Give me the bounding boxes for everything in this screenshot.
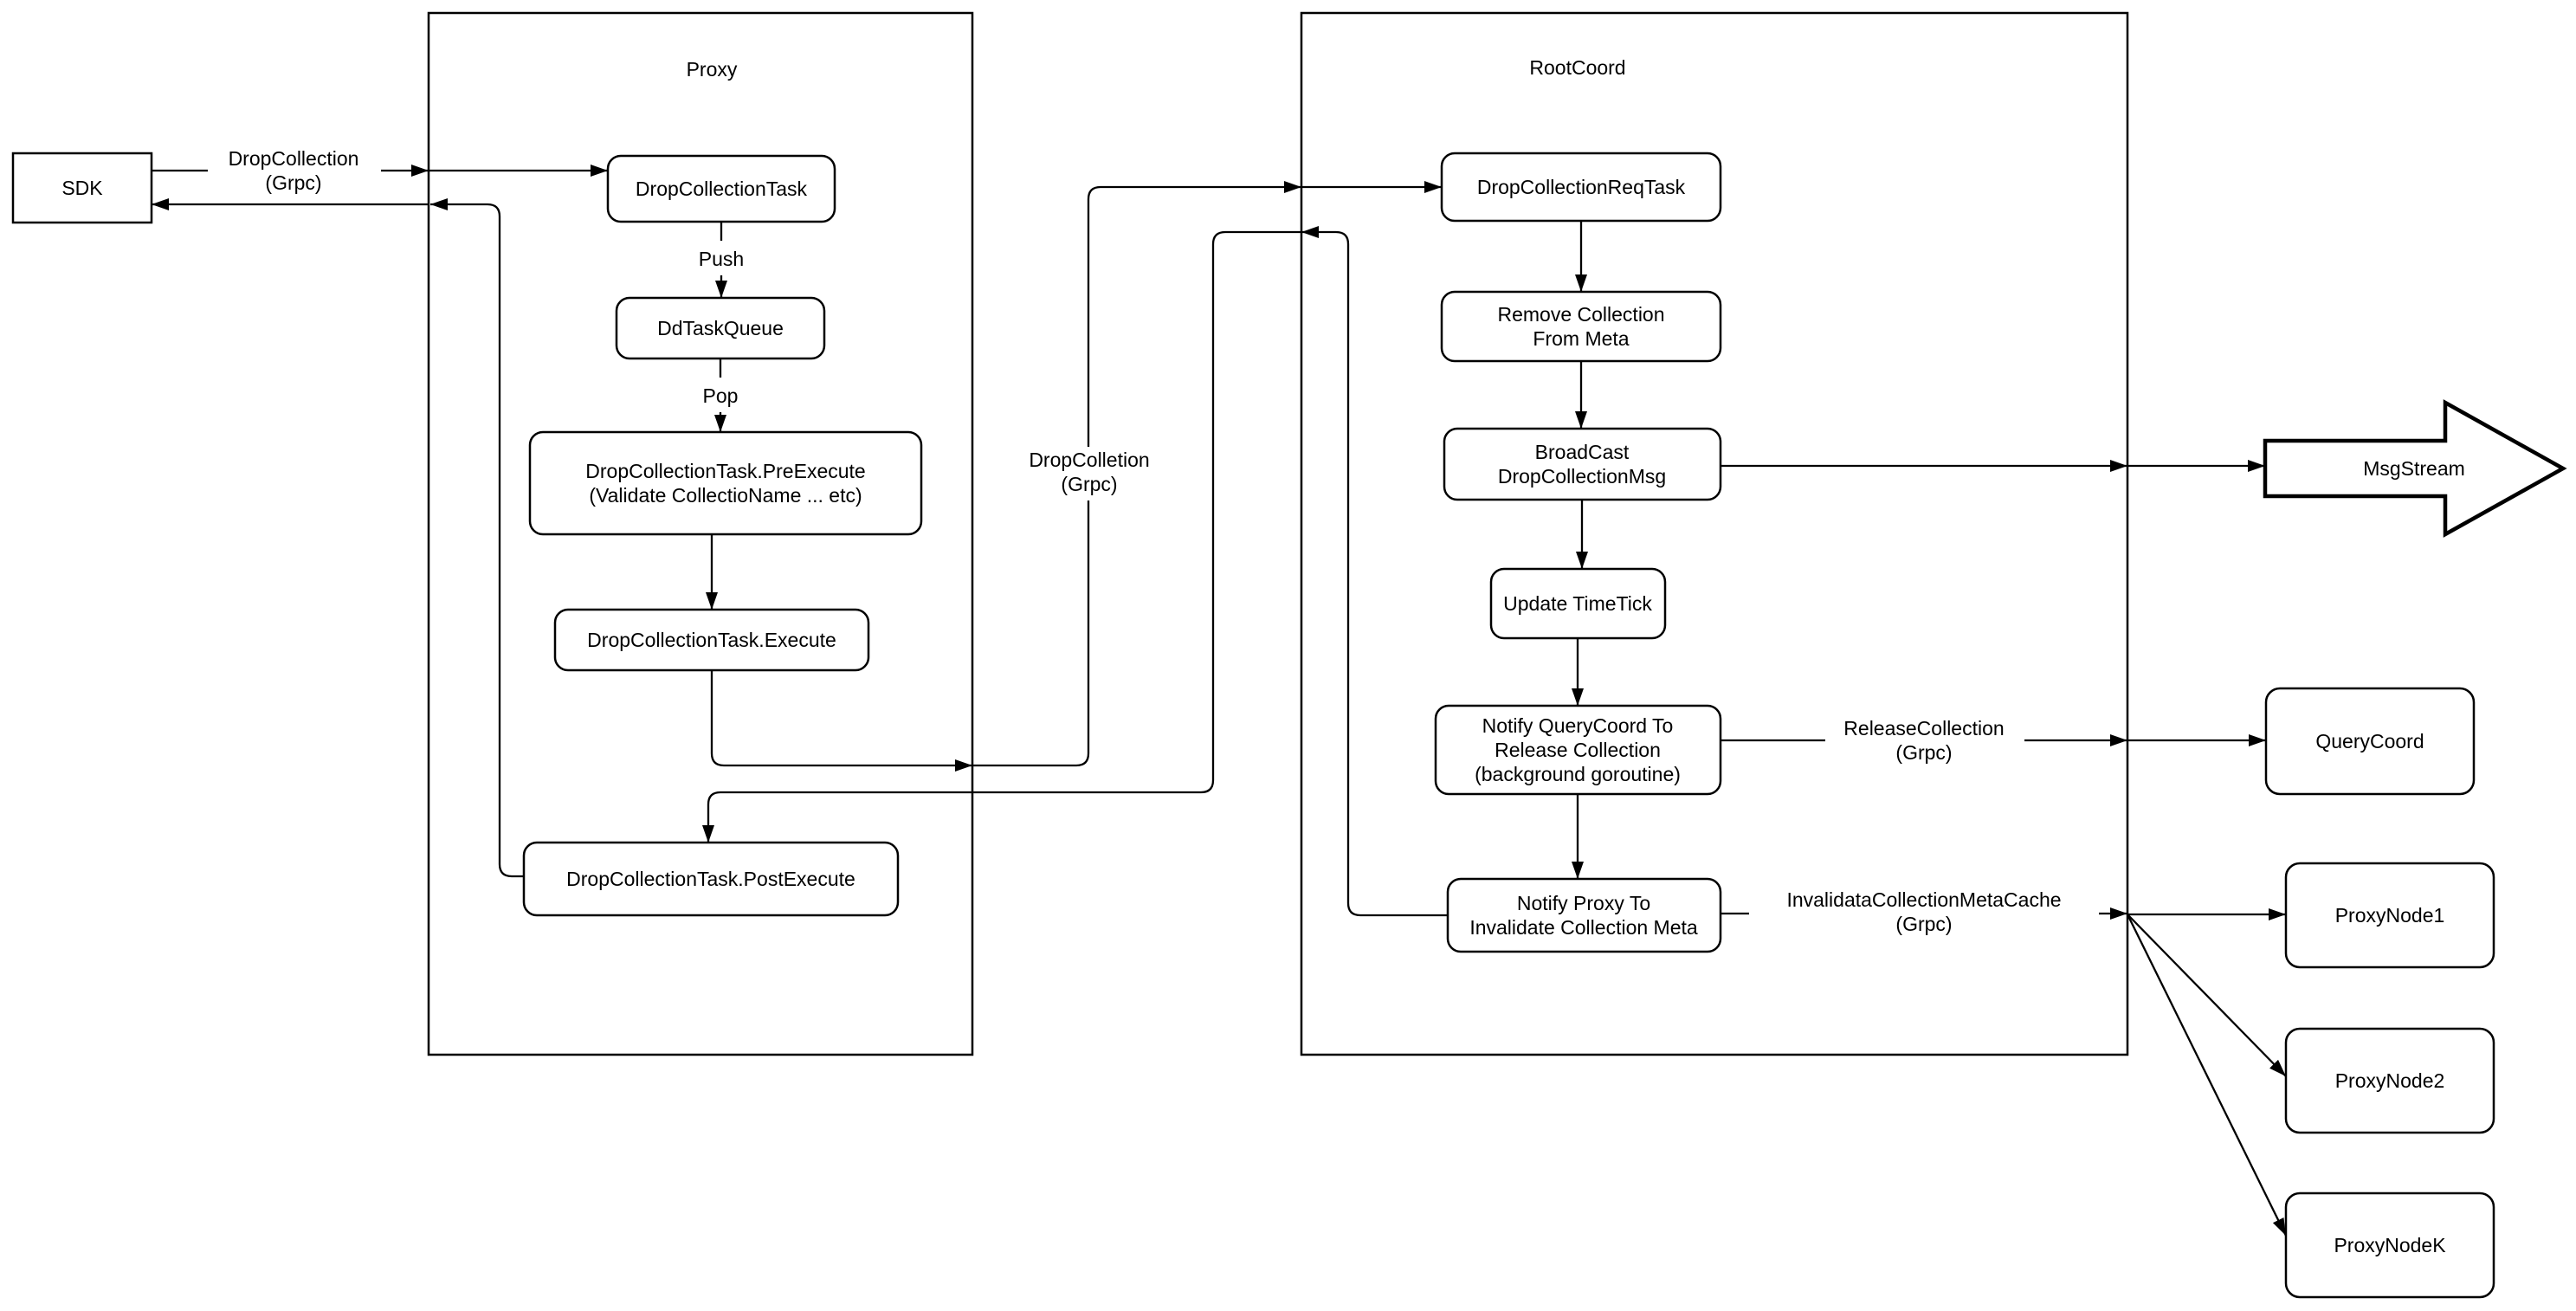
edge-label-pop: Pop [699, 378, 744, 412]
edge-label-pop-bg [699, 378, 744, 412]
notify-proxy-label-line1: Notify Proxy To [1517, 892, 1650, 914]
proxynodek-label: ProxyNodeK [2334, 1234, 2446, 1256]
dropcollectionreqtask-node [1440, 152, 1722, 223]
edge-notifyproxy-to-rootcoord-border [1301, 226, 1448, 917]
proxynodek-node [2284, 1192, 2495, 1299]
remove-collection-node [1440, 290, 1722, 363]
notify-querycoord-label-line1: Notify QueryCoord To [1482, 714, 1674, 737]
edge-label-invalidatemetacache-bg [1749, 887, 2099, 939]
dropcollectionreqtask-label: DropCollectionReqTask [1477, 176, 1686, 198]
edge-label-invalidatemetacache: InvalidataCollectionMetaCache (Grpc) [1749, 887, 2099, 939]
querycoord-label: QueryCoord [2315, 730, 2424, 752]
rootcoord-container-title: RootCoord [1529, 56, 1625, 79]
edge-label-sdk-dropcollection-line1: DropCollection [229, 147, 359, 170]
proxynode2-node [2284, 1027, 2495, 1134]
update-timetick-label: Update TimeTick [1503, 592, 1652, 615]
update-timetick-node [1489, 567, 1667, 640]
notify-querycoord-label-line2: Release Collection [1495, 739, 1661, 761]
notify-proxy-node [1446, 877, 1722, 953]
edge-postexecute-to-proxy-border [430, 198, 524, 878]
edge-label-sdk-dropcollection-bg [208, 145, 381, 197]
msgstream-arrow-shape [2263, 399, 2567, 538]
notify-proxy-label-line2: Invalidate Collection Meta [1469, 916, 1698, 939]
broadcast-label-line2: DropCollectionMsg [1498, 465, 1666, 488]
edge-execute-to-proxy-border [710, 670, 972, 772]
preexecute-label-line2: (Validate CollectioName ... etc) [589, 484, 862, 507]
edge-label-invalidatemetacache-line2: (Grpc) [1895, 913, 1952, 935]
edge-label-releasecollection-line2: (Grpc) [1895, 741, 1952, 764]
preexecute-label-line1: DropCollectionTask.PreExecute [585, 460, 865, 482]
execute-node [553, 608, 870, 672]
dropcollectiontask-label: DropCollectionTask [636, 178, 808, 200]
notify-querycoord-node [1434, 704, 1722, 796]
edge-label-push-bg [697, 241, 747, 275]
proxynode2-label: ProxyNode2 [2335, 1069, 2445, 1092]
edge-fan-to-proxynodek [2126, 914, 2288, 1237]
edge-label-releasecollection-line1: ReleaseCollection [1843, 717, 2004, 739]
edge-fan-to-proxynode2 [2127, 914, 2287, 1077]
proxy-container-title: Proxy [687, 58, 738, 81]
proxynode1-label: ProxyNode1 [2335, 904, 2445, 927]
edge-label-pop-text: Pop [703, 384, 739, 407]
edge-label-releasecollection-bg [1825, 715, 2024, 767]
edge-label-push-text: Push [699, 248, 744, 270]
broadcast-label-line1: BroadCast [1535, 441, 1630, 463]
edge-label-sdk-dropcollection: DropCollection (Grpc) [208, 145, 381, 197]
edge-label-proxy-dropcolletion-line2: (Grpc) [1061, 473, 1117, 495]
edge-label-sdk-dropcollection-line2: (Grpc) [265, 171, 321, 194]
remove-collection-label-line1: Remove Collection [1497, 303, 1664, 326]
edge-label-proxy-dropcolletion-bg [996, 447, 1183, 501]
ddtaskqueue-node [615, 296, 826, 360]
rootcoord-container [1300, 11, 2129, 1056]
proxynode1-node [2284, 862, 2495, 969]
querycoord-node [2264, 687, 2476, 796]
edge-label-push: Push [697, 241, 747, 275]
postexecute-node [522, 841, 900, 917]
msgstream-label: MsgStream [2363, 457, 2465, 480]
edge-rootcoord-to-postexecute [702, 230, 1301, 843]
sdk-node [11, 152, 153, 224]
dropcollectiontask-node [606, 154, 836, 223]
execute-label: DropCollectionTask.Execute [587, 629, 836, 651]
broadcast-node [1443, 427, 1722, 501]
edge-label-invalidatemetacache-line1: InvalidataCollectionMetaCache [1786, 888, 2061, 911]
notify-querycoord-label-line3: (background goroutine) [1475, 763, 1681, 785]
postexecute-label: DropCollectionTask.PostExecute [566, 868, 855, 890]
edge-label-proxy-dropcolletion-line1: DropColletion [1029, 449, 1149, 471]
proxy-container [427, 11, 974, 1056]
sdk-node-label: SDK [61, 177, 103, 199]
edge-label-releasecollection: ReleaseCollection (Grpc) [1825, 715, 2024, 767]
remove-collection-label-line2: From Meta [1533, 327, 1629, 350]
ddtaskqueue-label: DdTaskQueue [657, 317, 784, 339]
preexecute-node [528, 430, 923, 536]
edge-label-proxy-dropcolletion: DropColletion (Grpc) [996, 447, 1183, 501]
